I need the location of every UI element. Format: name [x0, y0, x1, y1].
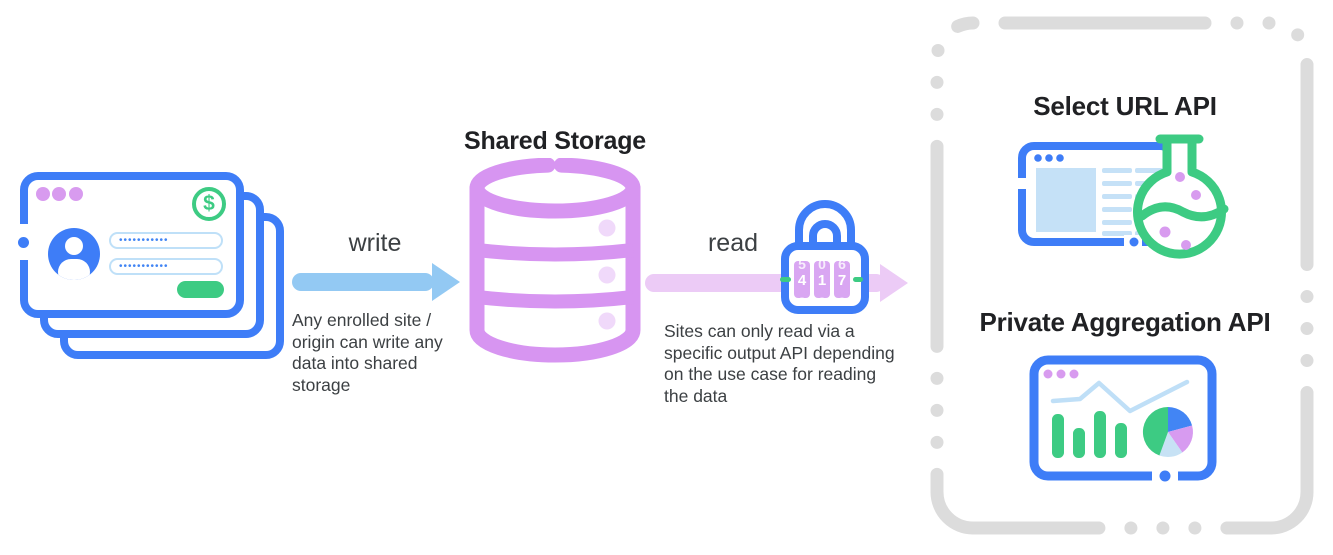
lock-digit-below: 3 — [798, 294, 806, 310]
lock-digit-below: 2 — [818, 294, 826, 310]
lock-digit: 7 — [838, 272, 846, 289]
window-border-dot — [1129, 237, 1139, 247]
write-label: write — [348, 229, 402, 257]
flask-bubble — [1175, 172, 1185, 182]
flask-bubble — [1181, 240, 1191, 250]
combination-lock-icon: 5 0 6 4 1 7 3 2 9 — [780, 200, 869, 314]
avatar-shoulders — [58, 259, 90, 280]
flask-bubble — [1191, 190, 1201, 200]
database-top-ellipse — [469, 158, 641, 219]
window-border-dot — [1159, 470, 1171, 482]
window-control-dot — [1069, 369, 1079, 379]
database-dot — [598, 266, 616, 284]
shared-storage-title: Shared Storage — [464, 127, 646, 155]
dashboard-window-icon — [1029, 355, 1217, 483]
window-control-dot — [52, 187, 66, 201]
lock-digit-above: 5 — [798, 256, 806, 272]
select-url-api-icon — [1018, 134, 1229, 259]
password-field: ••••••••••• — [109, 232, 223, 249]
database-dot — [598, 219, 616, 237]
window-control-dot — [69, 187, 83, 201]
lock-digit-above: 0 — [818, 256, 826, 272]
submit-button — [177, 281, 224, 298]
lock-digit-below: 9 — [838, 294, 846, 310]
private-aggregation-api-icon — [1029, 355, 1217, 483]
bar-chart — [1052, 411, 1127, 458]
site-window-front: $ ••••••••••• ••••••••••• — [18, 172, 244, 318]
write-arrow-icon — [292, 263, 460, 301]
database-dot — [598, 312, 616, 330]
private-aggregation-api-title: Private Aggregation API — [979, 307, 1271, 337]
window-control-dot — [1056, 369, 1066, 379]
flask-liquid-wave — [1137, 202, 1229, 222]
lock-digit-above: 6 — [838, 256, 846, 272]
window-border-dot — [18, 237, 29, 248]
content-pane — [1036, 168, 1096, 232]
avatar-head — [65, 237, 83, 255]
lock-dials: 5 0 6 4 1 7 3 2 9 — [780, 256, 863, 310]
database-separator — [476, 290, 634, 309]
lock-digit: 4 — [798, 272, 807, 289]
dollar-icon: $ — [192, 187, 226, 221]
window-control-dot — [1043, 369, 1053, 379]
pie-chart — [1142, 406, 1193, 458]
output-apis-dashed-border — [930, 16, 1314, 535]
dial-marker — [780, 277, 791, 282]
line-chart — [1050, 379, 1190, 414]
flask-icon — [1133, 134, 1229, 259]
database-separator — [476, 243, 634, 262]
lock-digit: 1 — [818, 272, 826, 289]
password-field: ••••••••••• — [109, 258, 223, 275]
user-avatar-icon — [48, 228, 100, 280]
database-icon — [469, 158, 641, 363]
select-url-api-title: Select URL API — [1033, 91, 1217, 121]
dial-marker — [853, 277, 863, 282]
window-border-gap — [1018, 178, 1030, 189]
read-description: Sites can only read via a specific outpu… — [664, 321, 895, 407]
write-description: Any enrolled site / origin can write any… — [292, 310, 443, 396]
flask-bubble — [1159, 226, 1171, 238]
window-control-dot — [36, 187, 50, 201]
read-label: read — [707, 229, 759, 257]
